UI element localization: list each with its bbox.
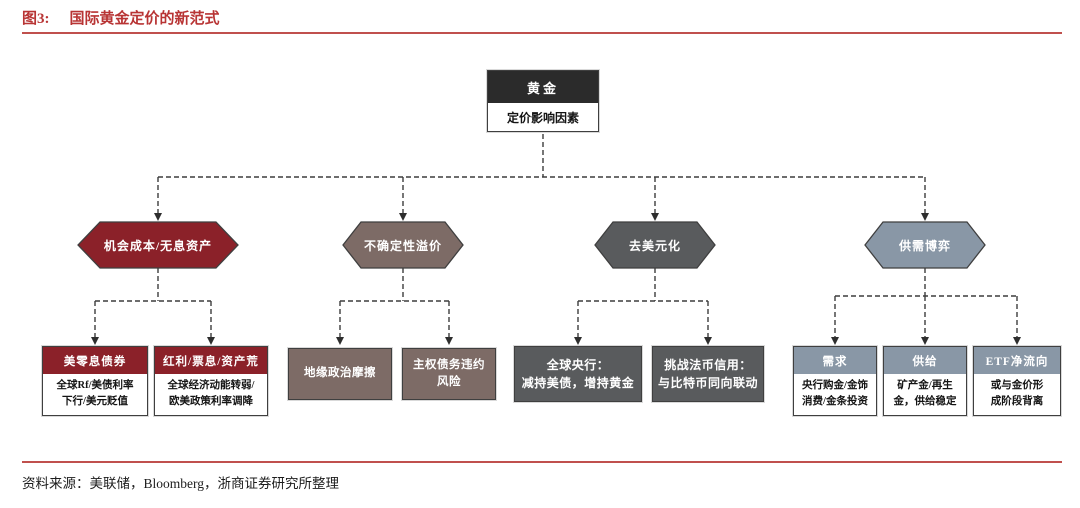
- box-etf-net-flow-body: 或与金价形 成阶段背离: [974, 374, 1060, 415]
- top-rule: [22, 32, 1062, 34]
- body-line: 金，供给稳定: [893, 396, 957, 408]
- hexagon-dedollarization: 去美元化: [628, 238, 681, 253]
- body-line: 地缘政治摩擦: [304, 367, 376, 380]
- root-node-body: 定价影响因素: [488, 103, 598, 131]
- box-supply-body: 矿产金/再生 金，供给稳定: [884, 374, 966, 415]
- bottom-rule: [22, 461, 1062, 463]
- hexagon-opportunity-cost: 机会成本/无息资产: [103, 238, 213, 253]
- body-line: 挑战法币信用：: [664, 358, 752, 372]
- box-geopolitical-friction: 地缘政治摩擦: [288, 348, 392, 400]
- box-us-zero-coupon-bonds-header: 美零息债券: [43, 347, 147, 374]
- box-sovereign-default-risk: 主权债务违约 风险: [402, 348, 496, 400]
- source-note: 资料来源：美联储，Bloomberg，浙商证券研究所整理: [22, 476, 339, 491]
- body-line: 成阶段背离: [990, 396, 1044, 408]
- body-line: 全球经济动能转弱/: [167, 380, 255, 391]
- root-node: 黄金 定价影响因素: [487, 70, 599, 132]
- body-line: 下行/美元贬值: [62, 396, 128, 408]
- box-dividend-coupon-asset-shortage-header: 红利/票息/资产荒: [155, 347, 267, 374]
- figure-title-row: 图3: 国际黄金定价的新范式: [22, 7, 220, 28]
- box-fiat-credit-challenge: 挑战法币信用： 与比特币同向联动: [652, 346, 764, 402]
- box-us-zero-coupon-bonds: 美零息债券 全球Rf/美债利率 下行/美元贬值: [42, 346, 148, 416]
- body-line: 与比特币同向联动: [657, 376, 758, 390]
- box-dividend-coupon-asset-shortage-body: 全球经济动能转弱/ 欧美政策利率调降: [155, 374, 267, 415]
- box-etf-net-flow: ETF净流向 或与金价形 成阶段背离: [973, 346, 1061, 416]
- box-demand-body: 央行购金/金饰 消费/金条投资: [794, 374, 876, 415]
- body-line: 消费/金条投资: [802, 396, 868, 408]
- body-line: 全球Rf/美债利率: [56, 380, 134, 391]
- figure-title: 国际黄金定价的新范式: [69, 11, 220, 27]
- root-node-header: 黄金: [488, 71, 598, 103]
- box-us-zero-coupon-bonds-body: 全球Rf/美债利率 下行/美元贬值: [43, 374, 147, 415]
- figure-label: 图3:: [22, 11, 50, 27]
- box-dividend-coupon-asset-shortage: 红利/票息/资产荒 全球经济动能转弱/ 欧美政策利率调降: [154, 346, 268, 416]
- body-line: 全球央行：: [546, 358, 610, 372]
- box-global-central-banks: 全球央行： 减持美债，增持黄金: [514, 346, 642, 402]
- body-line: 欧美政策利率调降: [169, 396, 253, 408]
- body-line: 或与金价形: [990, 380, 1044, 391]
- box-demand: 需求 央行购金/金饰 消费/金条投资: [793, 346, 877, 416]
- body-line: 矿产金/再生: [897, 380, 953, 391]
- body-line: 风险: [437, 376, 461, 388]
- body-line: 减持美债，增持黄金: [521, 376, 635, 390]
- body-line: 央行购金/金饰: [802, 380, 868, 391]
- box-supply-header: 供给: [884, 347, 966, 374]
- box-etf-net-flow-header: ETF净流向: [974, 347, 1060, 374]
- hexagon-supply-demand: 供需博弈: [898, 238, 951, 253]
- hexagon-uncertainty-premium: 不确定性溢价: [363, 238, 442, 253]
- body-line: 主权债务违约: [413, 358, 485, 371]
- box-demand-header: 需求: [794, 347, 876, 374]
- box-supply: 供给 矿产金/再生 金，供给稳定: [883, 346, 967, 416]
